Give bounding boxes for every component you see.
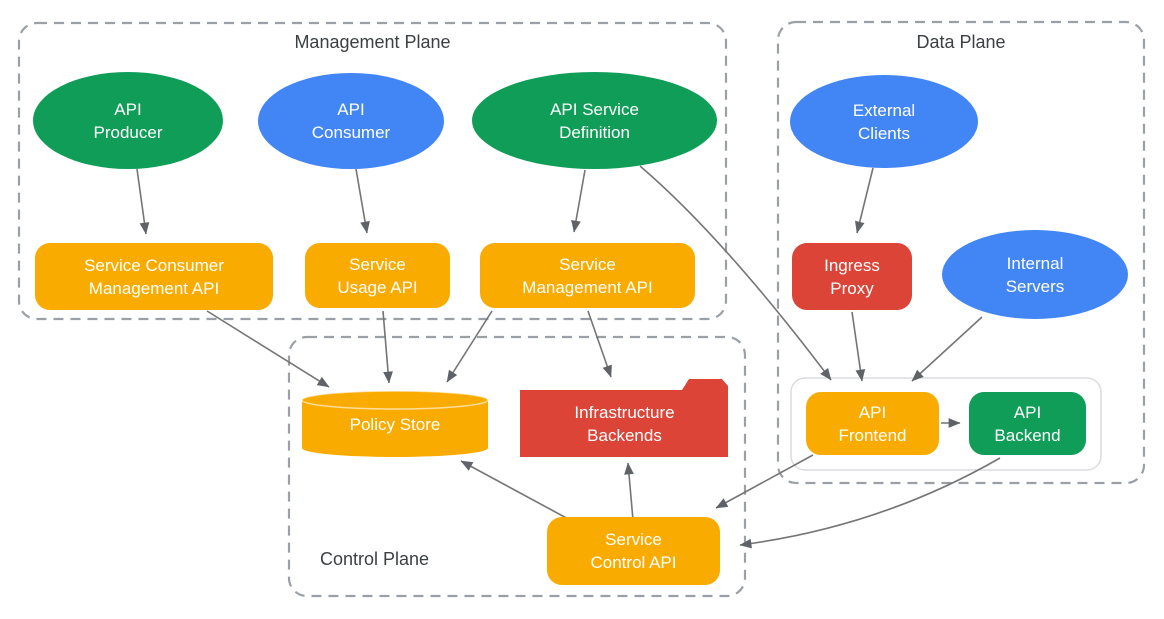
node-external-clients: External Clients xyxy=(790,75,978,168)
node-service-usage-api: Service Usage API xyxy=(305,243,450,308)
node-label: Backend xyxy=(994,425,1061,445)
node-label: Policy Store xyxy=(349,414,441,434)
node-label: Usage API xyxy=(337,277,418,297)
node-label: Management API xyxy=(522,277,653,297)
infrastructure-backends-folder xyxy=(520,379,728,457)
node-label: API Service xyxy=(550,99,639,119)
edge-external-clients-to-ingress-proxy xyxy=(854,167,874,234)
edge-internal-servers-to-api-frontend xyxy=(911,316,983,382)
node-label: API xyxy=(858,402,887,422)
policy-store-cylinder-body xyxy=(302,400,488,457)
edge-service-control-api-to-infrastructure-backends xyxy=(624,462,634,521)
node-label: Service xyxy=(349,254,406,274)
node-label: Producer xyxy=(93,122,163,142)
node-label: Clients xyxy=(858,123,910,143)
node-label: Backends xyxy=(587,425,662,445)
control-plane-label: Control Plane xyxy=(320,549,430,569)
edge-api-consumer-to-service-usage-api xyxy=(355,168,370,234)
node-service-consumer-management-api: Service Consumer Management API xyxy=(35,243,273,310)
control-plane-boundary xyxy=(287,335,747,598)
node-label: API xyxy=(337,100,365,119)
node-label: Servers xyxy=(1005,276,1065,296)
edge-service-management-api-to-policy-store xyxy=(446,310,493,383)
node-label: Service xyxy=(559,254,616,274)
edge-service-consumer-management-api-to-policy-store xyxy=(206,310,330,388)
node-label: Service xyxy=(605,530,662,549)
node-api-frontend: API Frontend xyxy=(806,392,939,455)
edge-api-backend-to-service-control-api xyxy=(739,457,1001,549)
node-infrastructure-backends: Infrastructure Backends xyxy=(520,390,729,457)
data-plane-label: Data Plane xyxy=(916,32,1006,52)
node-label: Consumer xyxy=(311,123,391,142)
node-label: Control API xyxy=(590,553,677,572)
management-plane-label: Management Plane xyxy=(294,32,451,52)
policy-store-cylinder-top xyxy=(301,390,489,410)
node-label: API xyxy=(114,99,142,119)
node-api-producer: API Producer xyxy=(33,72,223,169)
node-label: Ingress xyxy=(824,255,880,275)
node-label: Frontend xyxy=(838,425,907,445)
node-api-backend: API Backend xyxy=(969,392,1086,455)
node-api-service-definition: API Service Definition xyxy=(472,72,717,169)
edge-service-control-api-to-policy-store xyxy=(460,460,573,522)
node-label: Definition xyxy=(559,122,630,142)
node-label: External xyxy=(852,100,916,120)
node-label: API xyxy=(1013,402,1042,422)
node-policy-store: Policy Store xyxy=(302,398,488,450)
node-label: Internal xyxy=(1006,253,1064,273)
node-label: Infrastructure xyxy=(574,402,675,422)
edge-service-usage-api-to-policy-store xyxy=(382,310,393,384)
edge-service-management-api-to-infrastructure-backends xyxy=(587,310,612,378)
edge-api-service-definition-to-api-frontend xyxy=(639,165,832,381)
edge-api-frontend-to-service-control-api xyxy=(715,454,814,509)
data-plane-boundary xyxy=(776,20,1146,485)
node-label: Service Consumer xyxy=(84,255,224,275)
node-api-consumer: API Consumer xyxy=(258,73,444,169)
edge-api-service-definition-to-service-management-api xyxy=(571,169,586,233)
node-service-management-api: Service Management API xyxy=(480,243,695,308)
node-label: Management API xyxy=(88,278,220,298)
node-label: Proxy xyxy=(830,278,874,298)
node-service-control-api: Service Control API xyxy=(547,517,720,585)
edge-api-producer-to-service-consumer-management-api xyxy=(136,168,150,235)
node-ingress-proxy: Ingress Proxy xyxy=(792,243,912,310)
edge-ingress-proxy-to-api-frontend xyxy=(851,311,866,382)
node-internal-servers: Internal Servers xyxy=(942,230,1128,319)
